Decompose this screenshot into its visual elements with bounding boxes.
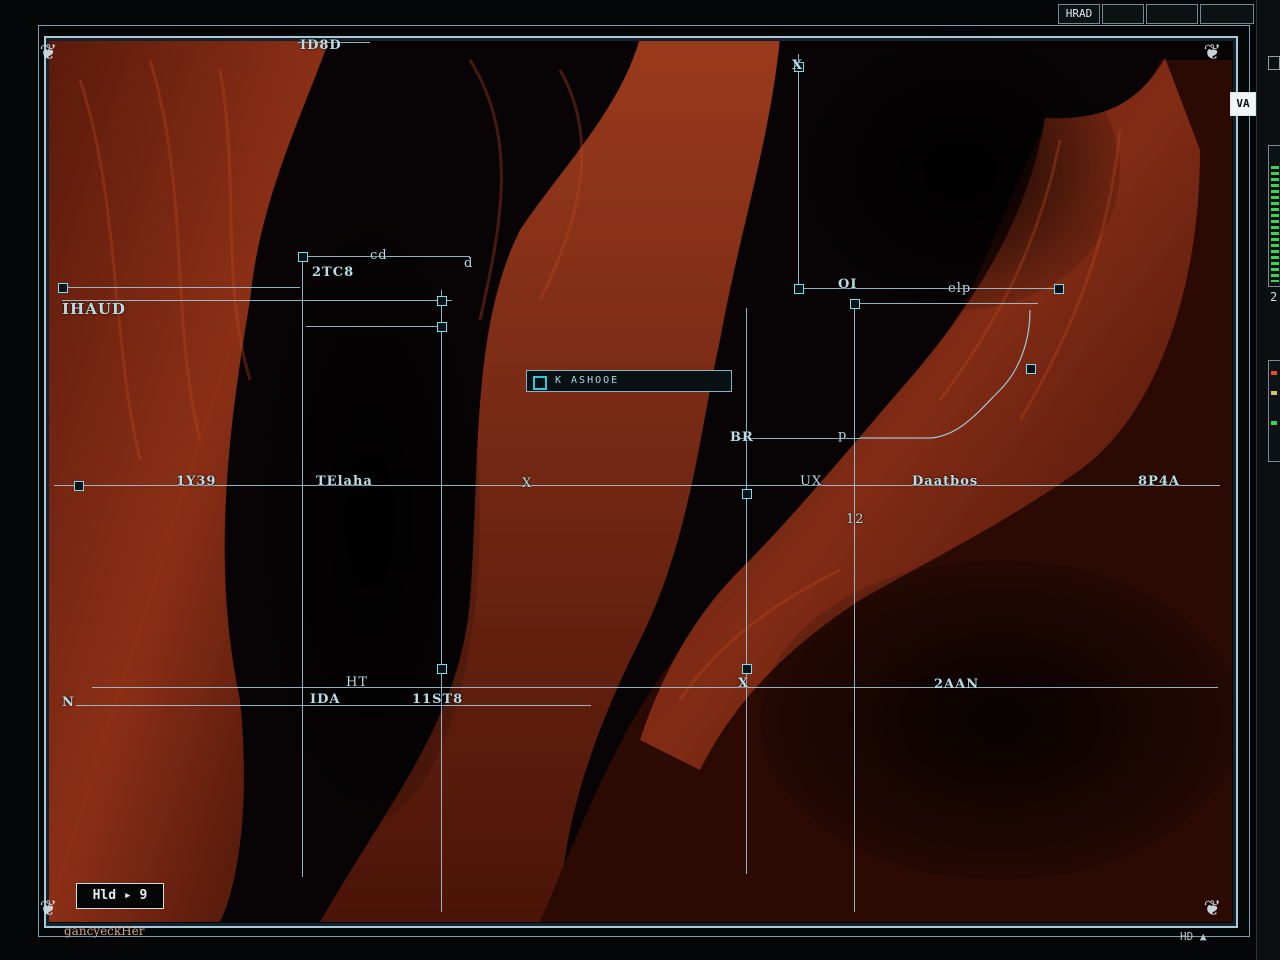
inner-frame [44,36,1238,928]
lower-label: 2AAN [934,677,980,692]
status-text: K ASHOOE [555,375,620,386]
lower-label: X [738,676,750,691]
guide-line [54,485,1220,486]
anchor-node[interactable] [794,284,804,294]
guide-line [302,252,303,877]
status-readout[interactable]: K ASHOOE [526,370,732,392]
lower-label: HT [346,675,369,690]
anchor-node[interactable] [742,489,752,499]
level-meter [1268,145,1280,287]
label-elp: elp [948,281,972,296]
row-label: 1Y39 [176,474,217,489]
anchor-node[interactable] [1026,364,1036,374]
outer-frame [38,25,1250,937]
top-tool-button[interactable] [1200,4,1254,24]
label-cd: cd [370,248,388,263]
label-p: p [838,428,848,443]
corner-ornament-icon: ❦ [1204,892,1220,922]
anchor-node[interactable] [742,664,752,674]
anchor-node[interactable] [437,664,447,674]
guide-line [852,303,1038,304]
guide-line [302,256,470,257]
anchor-node[interactable] [58,283,68,293]
top-mode-button[interactable]: HRAD [1058,4,1100,24]
guide-line [854,300,855,912]
top-tool-button[interactable] [1102,4,1144,24]
row-label: TElaha [316,474,373,489]
guide-line [62,300,452,301]
guide-line [800,288,1058,289]
guide-line [298,42,370,43]
anchor-node[interactable] [74,481,84,491]
row-label: UX [800,474,823,489]
guide-line [62,287,300,288]
anchor-node[interactable] [437,322,447,332]
guide-line [92,687,1218,688]
lower-label: N [62,695,75,710]
guide-line [746,308,747,874]
label-marker-top: X [792,58,804,73]
corner-ornament-icon: ❦ [40,892,56,922]
lower-label: IDA [310,692,341,707]
label-br: BR [730,430,754,445]
guide-line [76,705,591,706]
anchor-node[interactable] [794,62,804,72]
sidebar-indicator: 2 [1270,290,1278,304]
bottom-left-button[interactable]: Hld ▸ 9 [76,883,164,909]
side-badge[interactable]: VA [1230,92,1256,116]
guide-line [740,438,860,439]
label-12: 12 [846,512,865,527]
row-label: X [522,476,533,491]
status-meter [1268,360,1280,462]
lower-label: 11ST8 [412,692,464,707]
label-d: d [464,256,474,271]
label-2tc8: 2TC8 [312,265,355,280]
anchor-node[interactable] [298,252,308,262]
anchor-node[interactable] [850,299,860,309]
corner-ornament-icon: ❦ [40,36,56,66]
label-top-left: ID8D [300,38,342,53]
row-label: Daatbos [912,474,979,489]
anchor-node[interactable] [1054,284,1064,294]
label-left-title: IHAUD [62,300,126,318]
guide-line [306,326,444,327]
label-oi: OI [838,277,858,292]
row-label: 8P4A [1138,474,1180,489]
top-tool-button[interactable] [1146,4,1198,24]
anchor-node[interactable] [437,296,447,306]
status-square-icon [533,376,547,390]
guide-line [441,290,442,912]
corner-ornament-icon: ❦ [1204,36,1220,66]
footer-right-label: HD ▲ [1180,930,1207,943]
footer-title: gancyeckHer [64,924,145,938]
guide-line [798,54,799,294]
